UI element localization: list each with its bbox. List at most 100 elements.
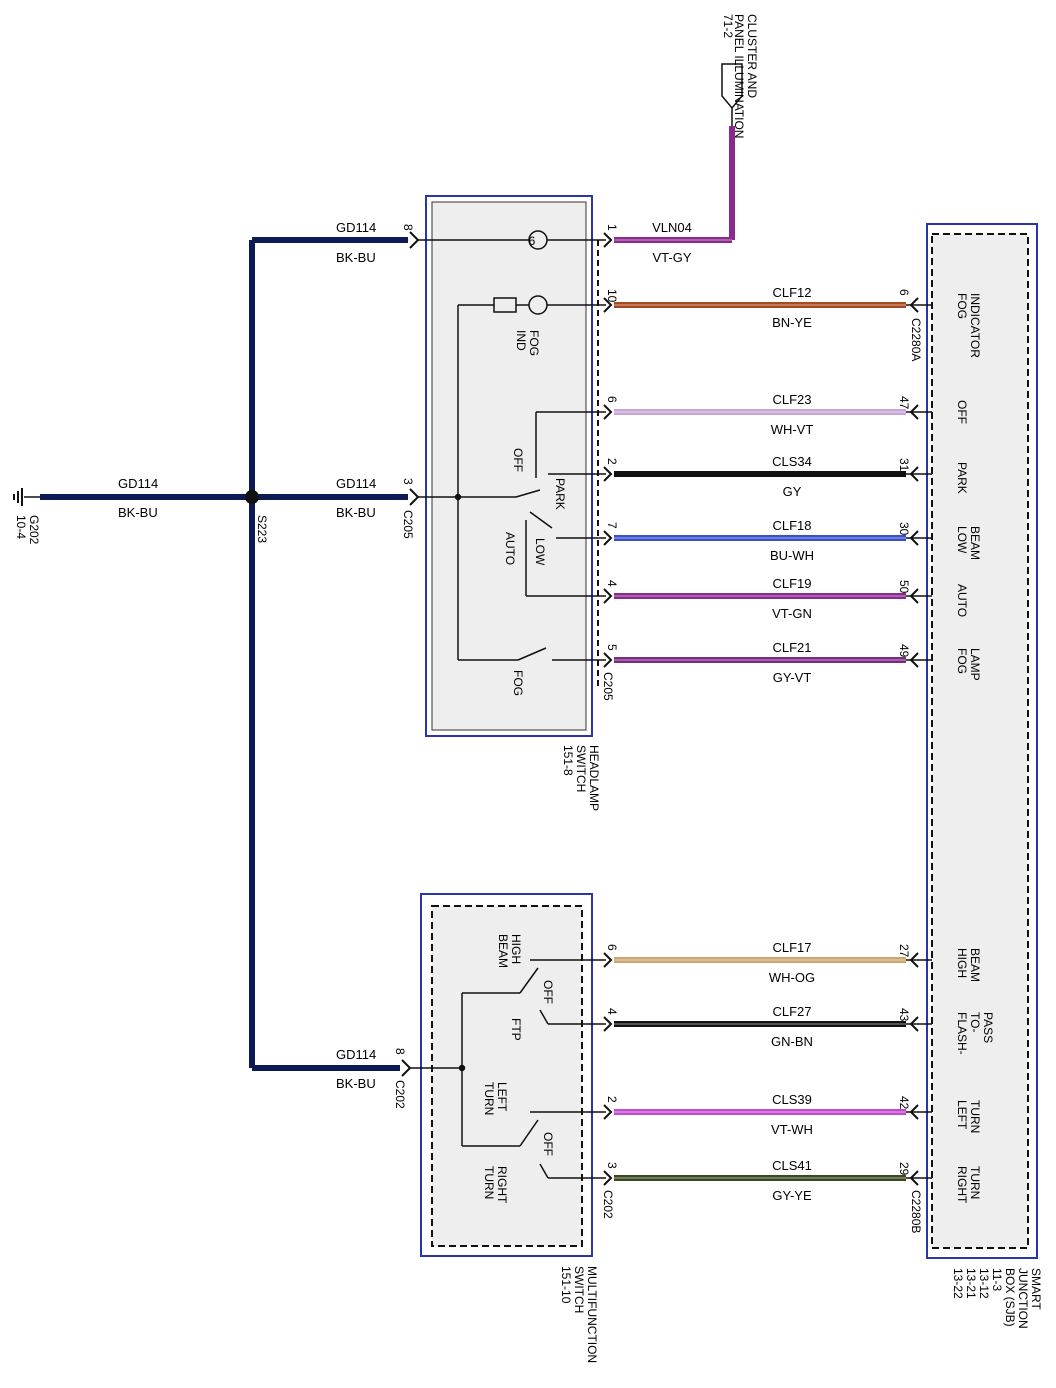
ms-left-turn-2: TURN bbox=[482, 1082, 496, 1115]
connector-chevron bbox=[603, 404, 613, 420]
ms-off2-label: OFF bbox=[541, 1132, 555, 1156]
wire-circuit: CLF17 bbox=[772, 940, 811, 955]
pin-left: 5 bbox=[605, 644, 619, 651]
branch-bot-connector: C202 bbox=[393, 1080, 407, 1109]
wire-color: GN-BN bbox=[771, 1034, 813, 1049]
connector-chevron bbox=[603, 1016, 613, 1032]
pin-right: 30 bbox=[897, 522, 911, 536]
sjb-pin-label: LEFTTURN bbox=[955, 1100, 982, 1133]
svg-text:6: 6 bbox=[529, 234, 536, 248]
wire-circuit: CLF21 bbox=[772, 640, 811, 655]
ms-high-beam-2: BEAM bbox=[496, 934, 510, 968]
wire-color: VT-GN bbox=[772, 606, 812, 621]
connector-chevron bbox=[603, 952, 613, 968]
wire-color: WH-VT bbox=[771, 422, 814, 437]
sjb-name-3: BOX (SJB) bbox=[1003, 1268, 1017, 1327]
sjb-pin-label: FLASH-TO-PASS bbox=[955, 1012, 995, 1055]
wire-color: BN-YE bbox=[772, 315, 812, 330]
wire-circuit: CLF12 bbox=[772, 285, 811, 300]
pin-left: 6 bbox=[605, 396, 619, 403]
cluster-connector bbox=[721, 63, 743, 126]
multifunction-switch-name-2: SWITCH bbox=[572, 1266, 586, 1313]
headlamp-internals bbox=[418, 230, 606, 661]
sjb-ref-1: 11-3 bbox=[990, 1268, 1004, 1291]
ground-symbol bbox=[13, 488, 23, 506]
branch-top-pin: 8 bbox=[401, 224, 415, 231]
sjb-connector-a: C2280A bbox=[909, 318, 923, 361]
fog-ind-label-2: IND bbox=[514, 330, 528, 351]
main-wire-circuit: GD114 bbox=[118, 476, 158, 491]
fog-ind-label-1: FOG bbox=[527, 330, 541, 356]
wire-color: GY-YE bbox=[772, 1188, 812, 1203]
multifunction-switch-ref: 151-10 bbox=[559, 1266, 573, 1304]
hs-park-label: PARK bbox=[553, 478, 567, 510]
sjb-name-2: JUNCTION bbox=[1016, 1268, 1030, 1329]
cluster-label-1: CLUSTER AND bbox=[745, 14, 759, 98]
hs-auto-label: AUTO bbox=[503, 532, 517, 565]
cluster-ref: 71-2 bbox=[721, 14, 735, 38]
sjb-ref-2: 13-12 bbox=[977, 1268, 991, 1299]
ms-right-turn-2: TURN bbox=[482, 1166, 496, 1199]
ms-right-turn-1: RIGHT bbox=[495, 1166, 509, 1204]
hs-off-label: OFF bbox=[511, 448, 525, 472]
wire-color: GY bbox=[783, 484, 802, 499]
sjb-pin-label: OFF bbox=[955, 400, 969, 424]
ms-high-beam-1: HIGH bbox=[509, 934, 523, 964]
pin-right: 31 bbox=[897, 458, 911, 472]
ms-ftp-label: FTP bbox=[509, 1018, 523, 1041]
wire-color: BU-WH bbox=[770, 548, 814, 563]
pin-left: 6 bbox=[605, 944, 619, 951]
connector-chevron bbox=[603, 1104, 613, 1120]
hs-connector-label: C205 bbox=[601, 672, 615, 701]
wire-circuit: CLS39 bbox=[772, 1092, 812, 1107]
headlamp-switch-name-1: HEADLAMP bbox=[587, 745, 601, 811]
ms-left-turn-1: LEFT bbox=[495, 1082, 509, 1112]
connector-chevron bbox=[603, 232, 613, 248]
connector-chevron bbox=[603, 466, 613, 482]
sjb-pin-label: LOWBEAM bbox=[955, 526, 982, 560]
wire-circuit: CLF23 bbox=[772, 392, 811, 407]
ms-connector-label: C202 bbox=[601, 1190, 615, 1219]
branch-bot-pin: 8 bbox=[393, 1048, 407, 1055]
pin-right: 50 bbox=[897, 580, 911, 594]
connector-chevron bbox=[603, 652, 613, 668]
pin-left: 4 bbox=[605, 580, 619, 587]
wire-circuit: CLF19 bbox=[772, 576, 811, 591]
sjb-connector-b: C2280B bbox=[909, 1190, 923, 1233]
multifunction-switch-name-1: MULTIFUNCTION bbox=[585, 1266, 599, 1363]
branch-mid-pin: 3 bbox=[401, 478, 415, 485]
wire-circuit: CLF27 bbox=[772, 1004, 811, 1019]
smart-junction-box bbox=[926, 223, 1038, 1259]
headlamp-switch-name-2: SWITCH bbox=[574, 745, 588, 792]
hs-fog-label: FOG bbox=[511, 670, 525, 696]
pin-left: 10 bbox=[605, 289, 619, 303]
wire-color: GY-VT bbox=[773, 670, 812, 685]
branch-bot-circuit: GD114 bbox=[336, 1047, 376, 1062]
connector-chevron bbox=[603, 530, 613, 546]
sjb-pin-label: HIGHBEAM bbox=[955, 948, 982, 982]
sjb-name-1: SMART bbox=[1029, 1268, 1043, 1310]
connector-chevron bbox=[603, 588, 613, 604]
branch-top-circuit: GD114 bbox=[336, 220, 376, 235]
splice-name: S223 bbox=[255, 515, 269, 543]
ms-off1-label: OFF bbox=[541, 980, 555, 1004]
pin-left: 4 bbox=[605, 1008, 619, 1015]
sjb-pin-label: AUTO bbox=[955, 584, 969, 617]
sjb-ref-3: 13-21 bbox=[964, 1268, 978, 1299]
cluster-label-2: PANEL ILLUMINATION bbox=[732, 14, 746, 138]
pin-right: 29 bbox=[897, 1162, 911, 1176]
ground-name: G202 bbox=[27, 515, 41, 545]
branch-bot-color: BK-BU bbox=[336, 1076, 376, 1091]
main-wire-color: BK-BU bbox=[118, 505, 158, 520]
wire-color: VT-GY bbox=[652, 250, 691, 265]
headlamp-switch-ref: 151-8 bbox=[561, 745, 575, 776]
connector-chevron bbox=[603, 1170, 613, 1186]
sjb-ref-4: 13-22 bbox=[951, 1268, 965, 1299]
branch-top-color: BK-BU bbox=[336, 250, 376, 265]
pin-right: 49 bbox=[897, 644, 911, 658]
splice-s223 bbox=[245, 490, 259, 504]
pin-right: 47 bbox=[897, 396, 911, 410]
pin-right: 6 bbox=[897, 289, 911, 296]
wire-circuit: CLS41 bbox=[772, 1158, 812, 1173]
